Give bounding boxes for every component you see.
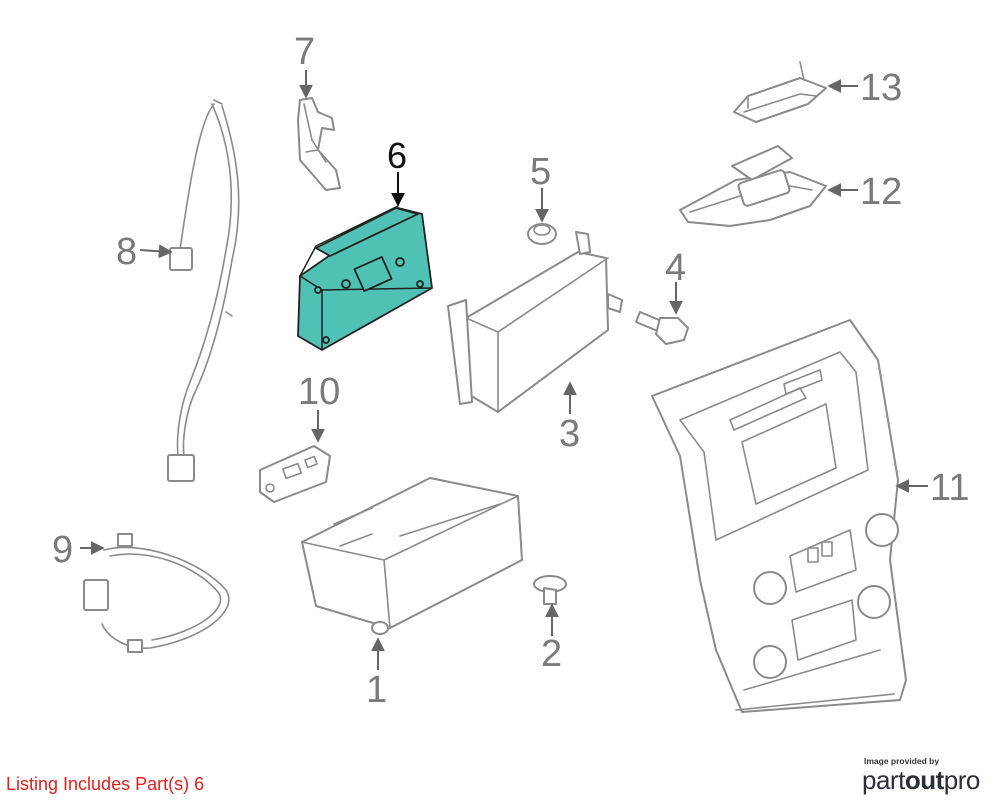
brand-part: part — [862, 765, 905, 795]
image-credit: Image provided by partoutpro — [862, 756, 992, 794]
brand-logo: partoutpro — [862, 766, 992, 794]
credit-caption: Image provided by — [864, 756, 940, 766]
callout-7: 7 — [294, 31, 315, 73]
callout-11: 11 — [930, 467, 969, 509]
part-11-center-bezel — [651, 319, 907, 713]
part-10-switch — [259, 445, 331, 503]
callout-13: 13 — [860, 67, 902, 109]
brand-out: out — [904, 765, 944, 795]
callout-9: 9 — [52, 529, 73, 571]
part-7-bracket — [297, 97, 341, 191]
callout-12: 12 — [860, 171, 902, 213]
part-13-bracket — [733, 61, 827, 123]
part-6-module-highlighted — [297, 205, 433, 351]
leader-lines — [80, 70, 928, 670]
callout-3: 3 — [559, 413, 580, 455]
part-5-grommet — [527, 223, 557, 245]
part-2-push-pin — [533, 575, 567, 605]
callout-1: 1 — [366, 669, 387, 711]
part-9-cable — [83, 533, 230, 653]
callout-4: 4 — [665, 247, 686, 289]
listing-note: Listing Includes Part(s) 6 — [6, 774, 205, 794]
callout-8: 8 — [116, 231, 137, 273]
brand-pro: pro — [943, 765, 981, 795]
part-8-harness — [167, 99, 240, 482]
part-12-trim — [679, 145, 827, 227]
part-3-display-unit — [447, 231, 623, 413]
part-4-bolt — [635, 311, 689, 345]
callout-6: 6 — [387, 135, 407, 176]
part-1-radio-receiver — [301, 477, 523, 635]
callout-2: 2 — [541, 633, 562, 675]
callout-5: 5 — [530, 151, 551, 193]
callout-10: 10 — [298, 371, 340, 413]
